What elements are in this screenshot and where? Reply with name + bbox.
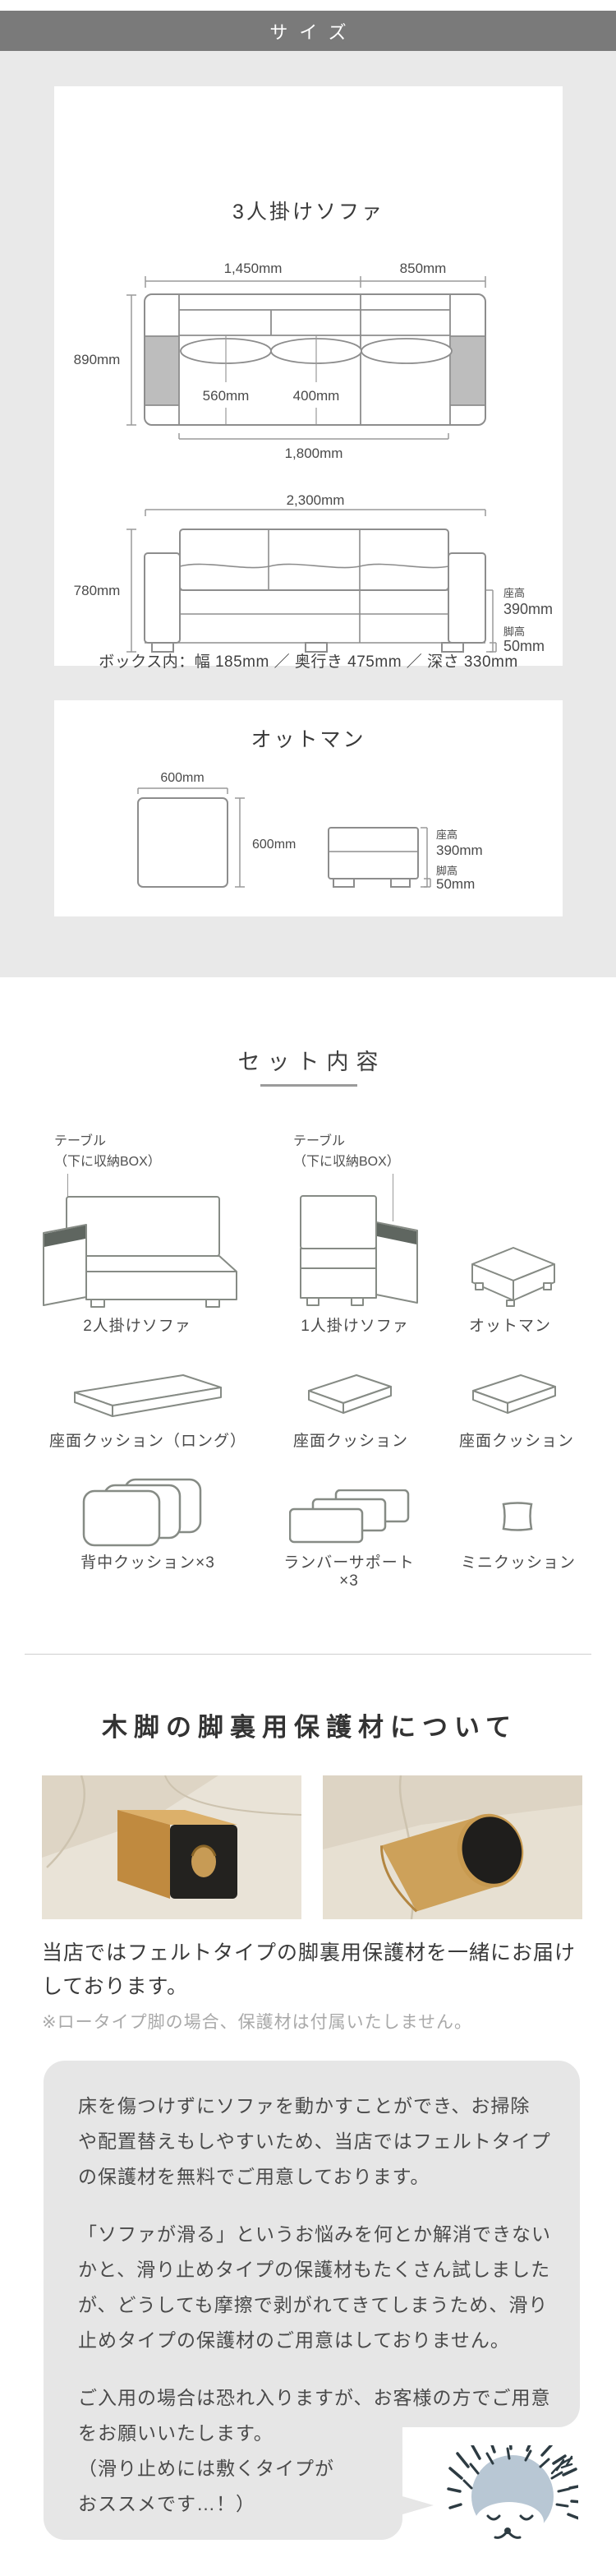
protection-note-text: ※ロータイプ脚の場合、保護材は付属いたしません。 (42, 2013, 472, 2032)
ottoman-illustration (471, 1247, 555, 1307)
ottoman-top-width: 600mm (160, 771, 204, 785)
lumbar-supports-illustration (289, 1489, 410, 1544)
dim-seat2: 400mm (293, 388, 340, 404)
speech-bubble-tail (402, 2496, 434, 2514)
set-section-title: セット内容 (237, 1050, 386, 1074)
ottoman-size-card: オットマン 600mm 600mm 座高 390mm (54, 700, 563, 916)
sofa3-title: 3人掛けソファ (232, 201, 384, 224)
section-divider (25, 1654, 591, 1655)
felt-pad-round (462, 1817, 522, 1884)
size-band-title: サイズ (269, 21, 358, 43)
dim-width-right: 850mm (400, 261, 447, 276)
table-note-right: テーブル （下に収納BOX） (293, 1134, 400, 1169)
protection-section-title: 木脚の脚裏用保護材について (101, 1713, 518, 1742)
size-section-band: サイズ (0, 11, 616, 51)
ottoman-seat-height-label: 座高 (436, 829, 457, 841)
item-label-mini-cushion: ミニクッション (460, 1554, 576, 1572)
left-arm-pad (145, 336, 179, 405)
speech-bubble-text: 床を傷つけずにソファを動かすことができ、お掃除 や配置替えもしやすいため、当店で… (78, 2089, 559, 2544)
seat-cushion-illustration (308, 1374, 392, 1414)
ottoman-title: オットマン (251, 728, 366, 751)
dim-total-width: 2,300mm (287, 493, 345, 508)
item-label-seat-cushion-1: 座面クッション (292, 1433, 408, 1450)
back-cushions-illustration (82, 1478, 202, 1547)
speech-bubble-lower (44, 2427, 402, 2540)
item-label-sofa2: 2人掛けソファ (83, 1318, 191, 1335)
ottoman-leg-height-label: 脚高 (436, 865, 457, 877)
storage-table-patch (377, 1223, 416, 1244)
item-label-back-cushions: 背中クッション×3 (80, 1554, 215, 1572)
leg-height-label: 脚高 (503, 626, 525, 638)
storage-table-patch (44, 1226, 85, 1247)
seat-height-label: 座高 (503, 587, 525, 599)
dim-depth: 890mm (74, 352, 121, 367)
item-label-lumbar-supports: ランバーサポート×3 (283, 1554, 415, 1590)
bubble-paragraph-3: ご入用の場合は恐れ入りますが、お客様の方でご用意 をお願いいたします。 （滑り止… (78, 2387, 551, 2514)
sofa3-top-view-diagram: 1,450mm 850mm 890mm 560mm 400mm 1,800mm (74, 261, 486, 461)
square-leg-photo (42, 1775, 301, 1919)
ottoman-diagram: 600mm 600mm 座高 390mm 脚高 50mm (137, 771, 483, 892)
sofa3-size-card: 3人掛けソファ (54, 86, 563, 671)
bubble-paragraph-2: 「ソファが滑る」というお悩みを何とか解消できない かと、滑り止めタイプの保護材も… (78, 2223, 551, 2351)
bubble-paragraph-1: 床を傷つけずにソファを動かすことができ、お掃除 や配置替えもしやすいため、当店で… (78, 2095, 551, 2187)
hedgehog-illustration (447, 2445, 578, 2541)
dim-seat1: 560mm (203, 388, 250, 404)
speech-bubble-upper (44, 2061, 580, 2427)
long-seat-cushion-illustration (74, 1374, 222, 1417)
ottoman-top-depth: 600mm (252, 838, 296, 852)
mini-cushion-illustration (502, 1502, 533, 1531)
item-label-long-cushion: 座面クッション（ロング） (49, 1433, 247, 1450)
dim-width-left: 1,450mm (224, 261, 283, 276)
sofa1-illustration (300, 1195, 418, 1306)
item-label-sofa1: 1人掛けソファ (301, 1318, 409, 1335)
seat-height-value: 390mm (503, 601, 553, 617)
size-section-background: 3人掛けソファ (0, 51, 616, 977)
protection-intro-text: 当店ではフェルトタイプの脚裏用保護材を一緒にお届け しております。 (42, 1941, 577, 1998)
sofa2-illustration (43, 1196, 237, 1308)
seat-cushion-illustration (472, 1374, 556, 1414)
storage-box-note: ボックス内：幅 185mm ／ 奥行き 475mm ／ 深さ 330mm (99, 653, 518, 671)
ottoman-seat-height-value: 390mm (436, 843, 483, 858)
right-arm-pad (451, 336, 485, 405)
ottoman-leg-height-value: 50mm (436, 876, 475, 892)
table-note-left: テーブル （下に収納BOX） (54, 1134, 161, 1169)
round-leg-photo (323, 1775, 582, 1919)
dim-inner-width: 1,800mm (285, 445, 343, 461)
sofa3-side-view-diagram: 2,300mm 780mm 座高 390mm 脚高 50mm (74, 493, 553, 654)
leg-height-value: 50mm (503, 638, 545, 654)
set-title-underline (260, 1084, 357, 1087)
item-label-seat-cushion-2: 座面クッション (458, 1433, 574, 1450)
item-label-ottoman: オットマン (468, 1318, 551, 1335)
leaf-sprig (550, 2455, 573, 2475)
dim-height: 780mm (74, 583, 121, 598)
